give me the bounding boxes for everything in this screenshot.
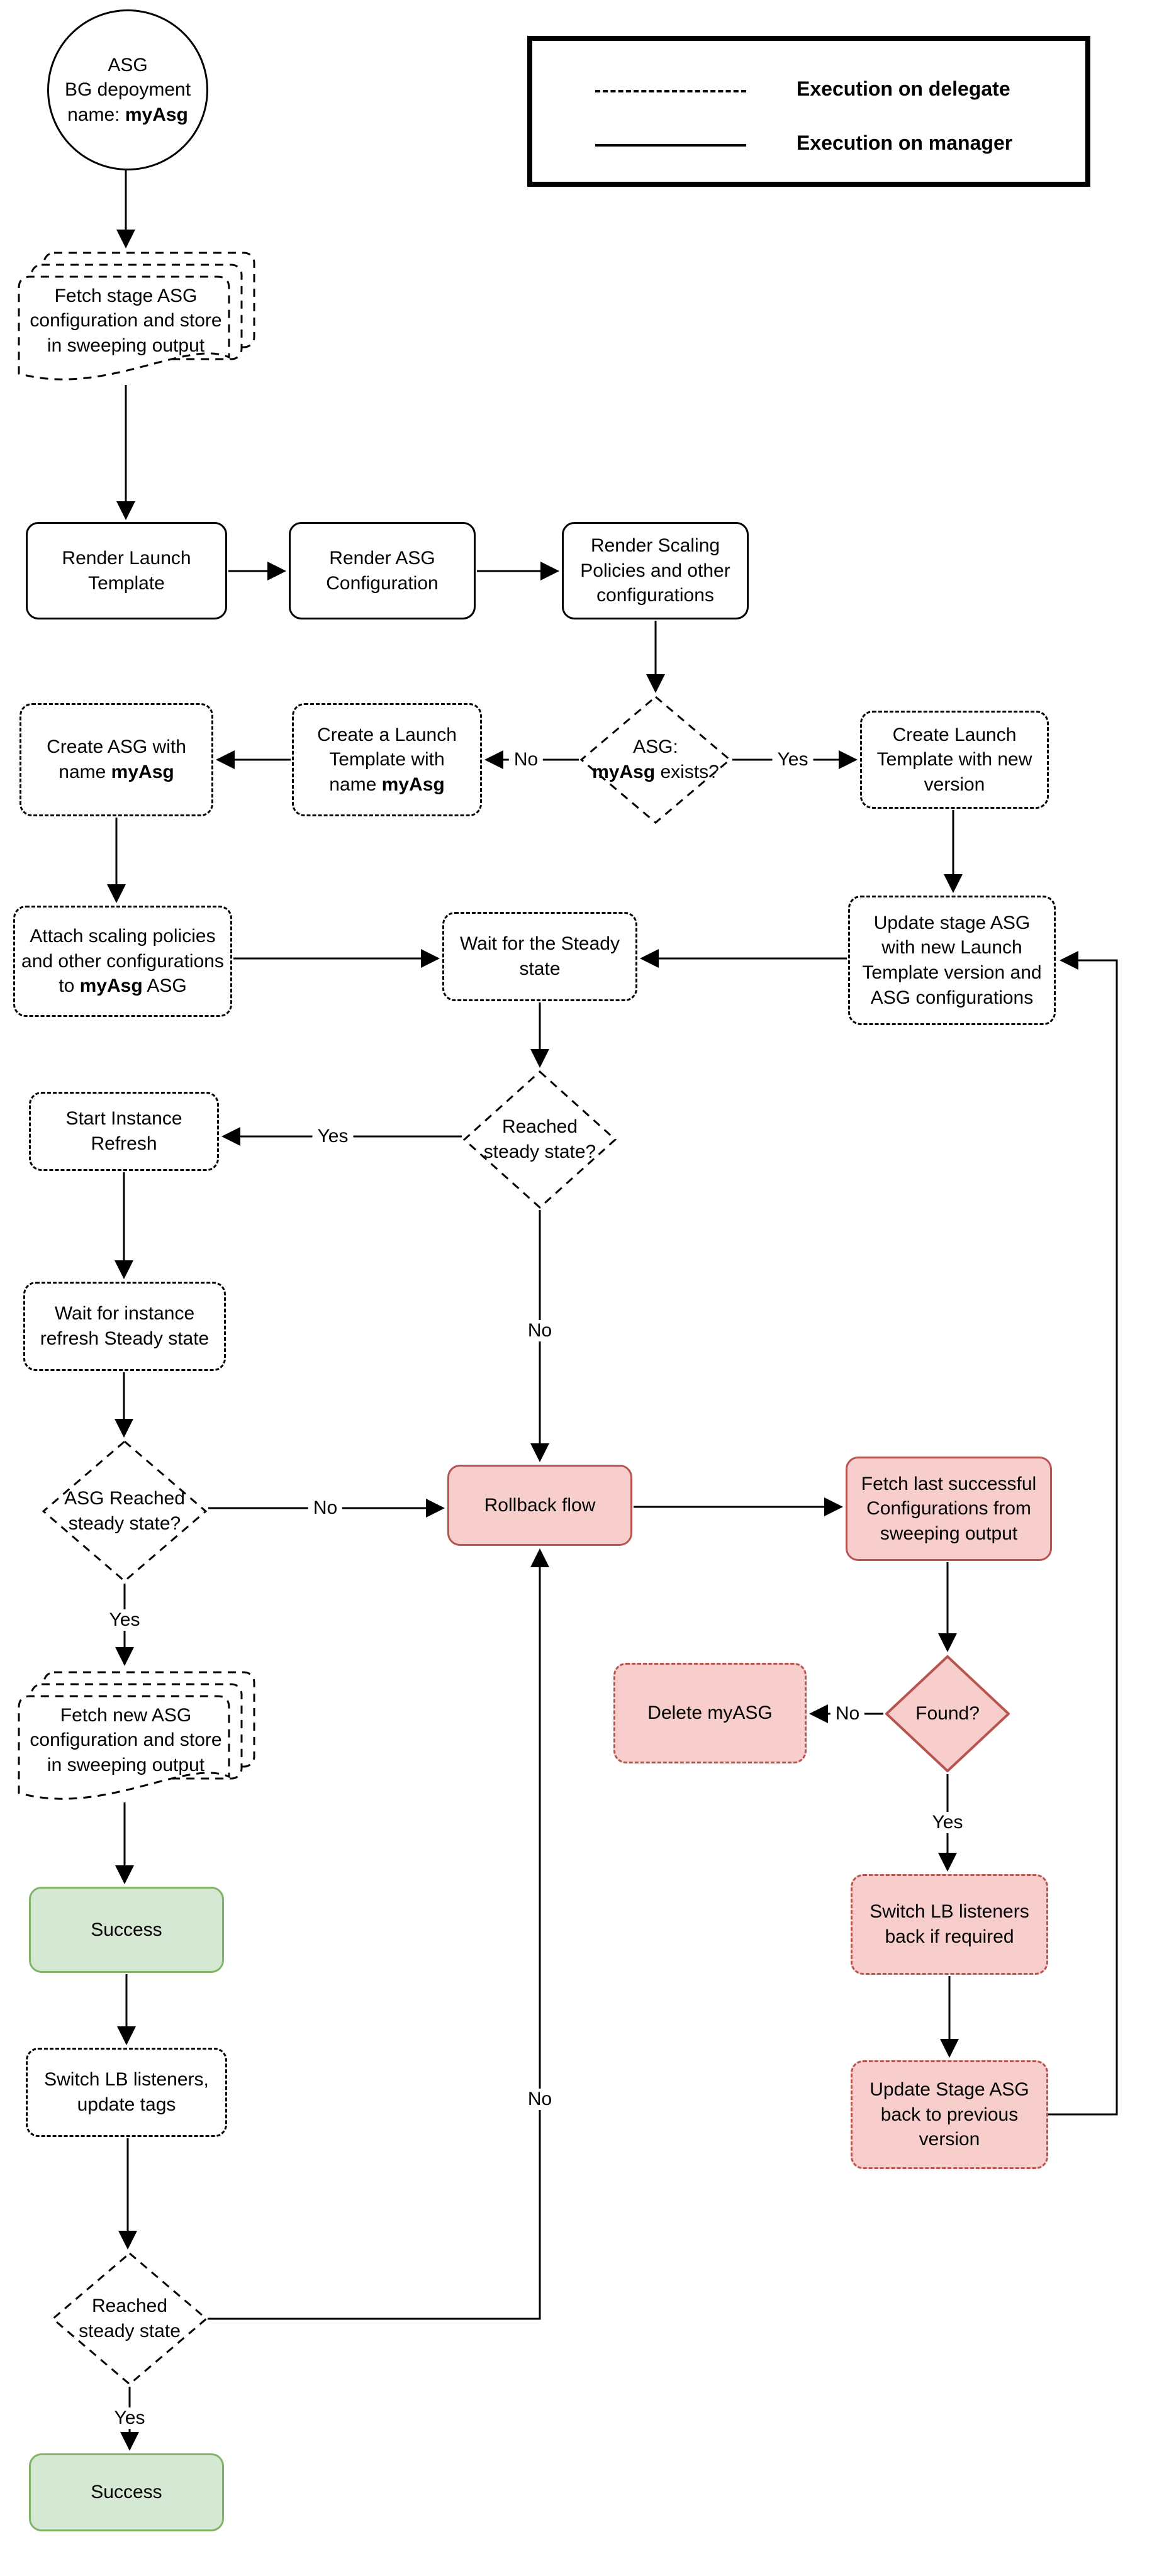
wait-steady-state-node: Wait for the Steady state xyxy=(442,912,637,1001)
document-stack-shape xyxy=(18,1671,255,1800)
label-found-no: No xyxy=(830,1703,865,1724)
diamond-shape xyxy=(52,2252,208,2385)
create-launch-template-named-node: Create a Launch Template with name myAsg xyxy=(292,703,482,816)
label-exists-no: No xyxy=(508,749,544,770)
legend: Execution on delegate Execution on manag… xyxy=(527,36,1090,187)
asg-exists-decision: ASG: myAsg exists? xyxy=(580,696,731,824)
reached-steady-decision: Reached steady state? xyxy=(463,1070,617,1209)
fetch-new-config-node: Fetch new ASG configuration and store in… xyxy=(16,1668,258,1804)
edge-update-back-loop xyxy=(1048,951,1118,2116)
asg-reached-steady-decision: ASG Reached steady state? xyxy=(42,1440,207,1582)
final-success-node: Success xyxy=(29,2453,224,2531)
switch-lb-back-node: Switch LB listeners back if required xyxy=(851,1874,1048,1975)
legend-delegate-label: Execution on delegate xyxy=(797,77,1010,100)
label-asg-reached-yes: Yes xyxy=(104,1609,145,1631)
found-decision: Found? xyxy=(885,1655,1010,1773)
legend-solid-sample xyxy=(595,144,746,147)
fetch-stage-config-node: Fetch stage ASG configuration and store … xyxy=(16,249,258,385)
label-asg-reached-no: No xyxy=(308,1497,343,1519)
render-asg-configuration-node: Render ASG Configuration xyxy=(289,522,476,619)
rollback-flow-node: Rollback flow xyxy=(447,1465,632,1546)
render-launch-template-node: Render Launch Template xyxy=(26,522,227,619)
document-stack-shape xyxy=(18,252,255,380)
label-reached-yes: Yes xyxy=(312,1126,354,1147)
attach-scaling-policies-node: Attach scaling policies and other config… xyxy=(13,906,232,1017)
label-reached-no: No xyxy=(522,1320,557,1341)
final-reached-steady-decision: Reached steady state xyxy=(52,2252,208,2385)
diamond-shape xyxy=(42,1440,207,1582)
delete-myasg-node: Delete myASG xyxy=(613,1663,807,1763)
start-line1: ASG xyxy=(108,54,148,75)
diamond-shape xyxy=(885,1655,1010,1772)
label-final-no: No xyxy=(522,2089,557,2110)
start-instance-refresh-node: Start Instance Refresh xyxy=(29,1092,219,1171)
fetch-last-configurations-node: Fetch last successful Configurations fro… xyxy=(846,1457,1052,1561)
switch-lb-listeners-node: Switch LB listeners, update tags xyxy=(26,2048,227,2137)
label-found-yes: Yes xyxy=(927,1812,968,1833)
label-exists-yes: Yes xyxy=(772,749,814,770)
legend-dashed-sample xyxy=(595,90,746,92)
update-stage-asg-node: Update stage ASG with new Launch Templat… xyxy=(848,896,1056,1025)
legend-manager-label: Execution on manager xyxy=(797,131,1013,154)
wait-instance-refresh-node: Wait for instance refresh Steady state xyxy=(23,1282,226,1371)
label-final-yes: Yes xyxy=(109,2407,150,2429)
success-node: Success xyxy=(29,1887,224,1973)
create-asg-named-node: Create ASG with name myAsg xyxy=(20,703,213,816)
start-line2: BG depoyment xyxy=(64,79,191,101)
start-line3: name: myAsg xyxy=(67,104,188,125)
update-stage-back-node: Update Stage ASG back to previous versio… xyxy=(851,2060,1048,2169)
diamond-shape xyxy=(580,696,731,824)
create-launch-template-new-node: Create Launch Template with new version xyxy=(860,711,1049,809)
edge-final-no-loop xyxy=(208,1548,549,2320)
start-node: ASG BG depoyment name: myAsg xyxy=(47,9,208,170)
render-scaling-policies-node: Render Scaling Policies and other config… xyxy=(562,522,749,619)
diamond-shape xyxy=(463,1070,617,1209)
